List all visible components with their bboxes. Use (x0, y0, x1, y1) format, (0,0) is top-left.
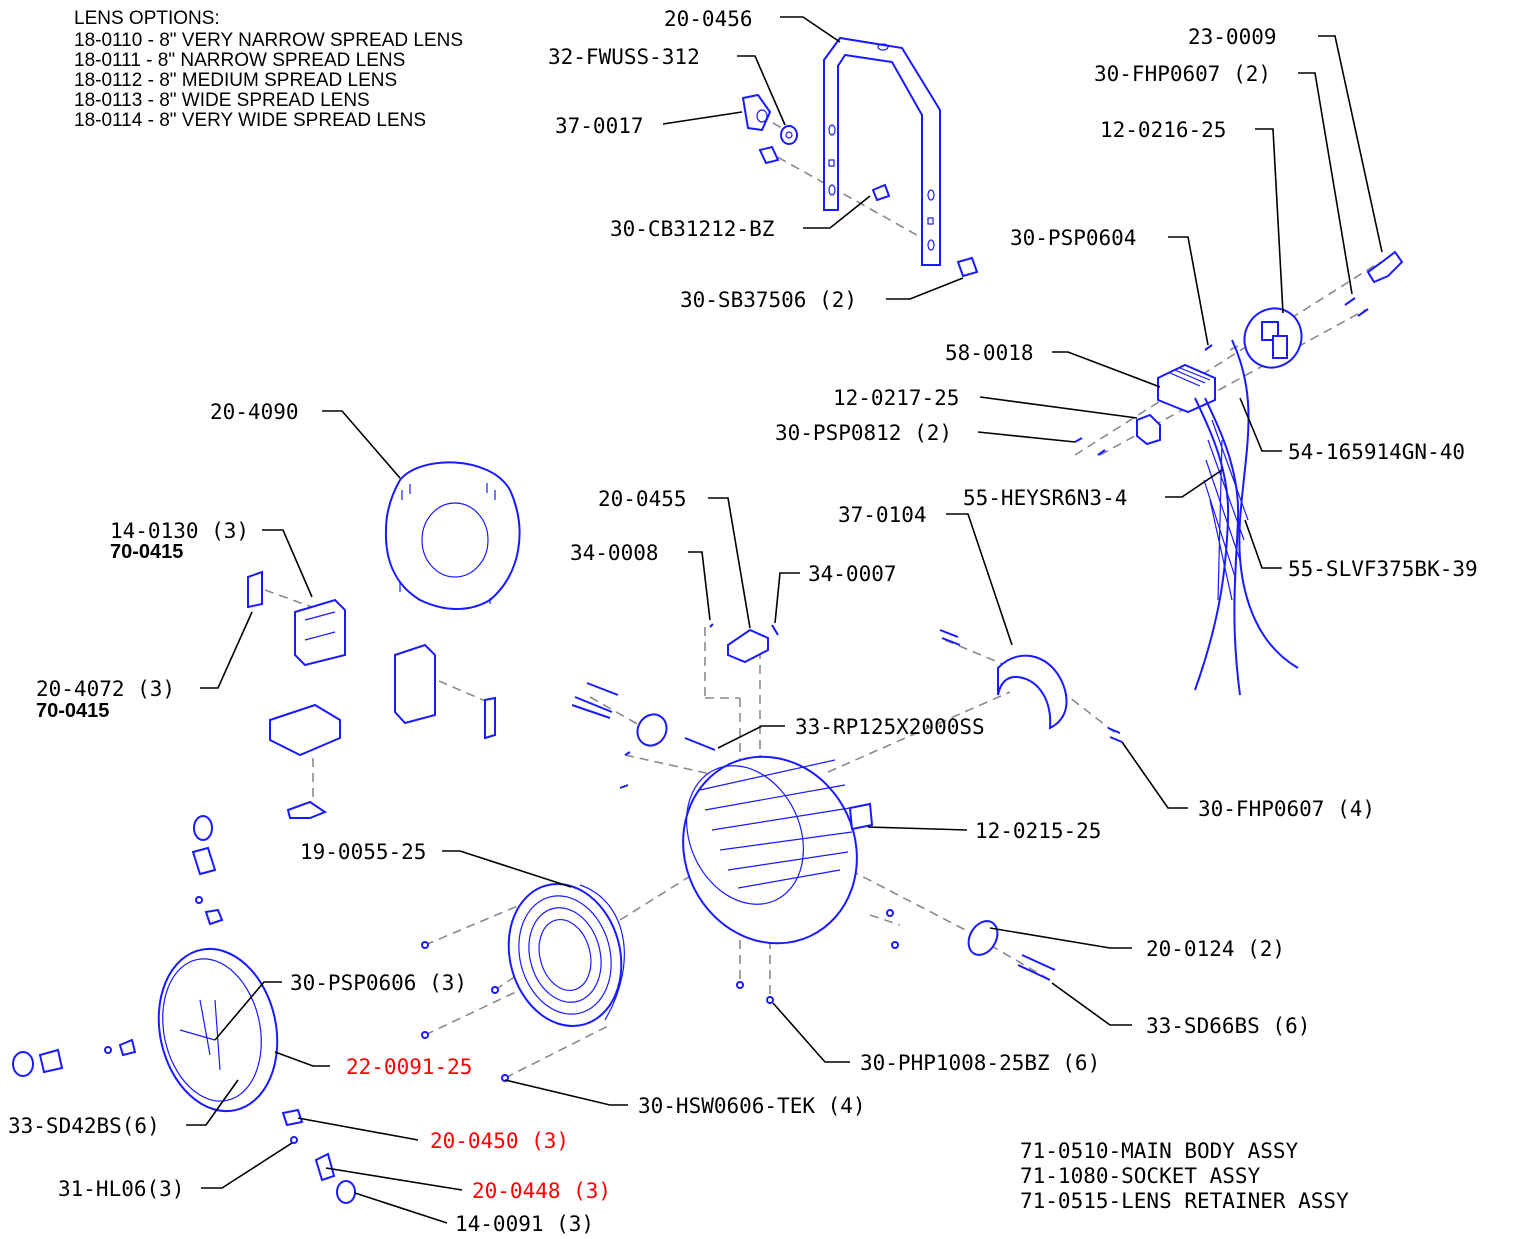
callout-14-0130: 14-0130 (3) (110, 519, 249, 543)
callout-31-hl06: 31-HL06(3) (58, 1177, 184, 1201)
washer-32-fwuss (780, 125, 798, 145)
lens-options-note: LENS OPTIONS: 18-0110 - 8" VERY NARROW S… (74, 8, 463, 131)
callout-20-0448: 20-0448 (3) (472, 1179, 611, 1203)
lens-clips-left (12, 815, 356, 1204)
callout-70-0415-b: 70-0415 (36, 700, 109, 722)
callout-23-0009: 23-0009 (1188, 25, 1277, 49)
callout-34-0008: 34-0008 (570, 541, 659, 565)
bracket-20-0455 (709, 623, 779, 664)
callout-22-0091-25: 22-0091-25 (346, 1055, 472, 1079)
assembly-item: 71-0510-MAIN BODY ASSY (1020, 1139, 1299, 1163)
callout-30-fhp0607-2: 30-FHP0607 (2) (1094, 62, 1271, 86)
lens-options-title: LENS OPTIONS: (74, 8, 220, 29)
callout-33-sd42bs: 33-SD42BS(6) (8, 1114, 160, 1138)
callout-20-0450: 20-0450 (3) (430, 1129, 569, 1153)
socket-disc (967, 920, 1056, 981)
callout-54-165914gn-40: 54-165914GN-40 (1288, 440, 1465, 464)
reflector (507, 883, 625, 1027)
connector-23-0009 (1366, 250, 1404, 284)
clip-bracket (269, 643, 496, 819)
callout-33-rp125x2000ss: 33-RP125X2000SS (795, 715, 985, 739)
callout-37-0017: 37-0017 (555, 114, 644, 138)
pins-rp125 (571, 682, 716, 751)
callout-37-0104: 37-0104 (838, 503, 927, 527)
knob-37-0017 (741, 93, 772, 132)
lens-option-item: 18-0111 - 8" NARROW SPREAD LENS (74, 50, 405, 71)
callout-30-psp0812: 30-PSP0812 (2) (775, 421, 952, 445)
main-housing (619, 751, 874, 945)
lens-option-item: 18-0110 - 8" VERY NARROW SPREAD LENS (74, 30, 463, 51)
callout-33-sd66bs: 33-SD66BS (6) (1146, 1014, 1310, 1038)
front-bezel (157, 947, 279, 1113)
assembly-item: 71-0515-LENS RETAINER ASSY (1020, 1189, 1349, 1213)
callout-58-0018: 58-0018 (945, 341, 1034, 365)
callout-55-heysr6n3-4: 55-HEYSR6N3-4 (963, 486, 1127, 510)
callout-20-0456: 20-0456 (664, 7, 753, 31)
screws-socket (1074, 297, 1369, 456)
leader-lines (186, 16, 1383, 1224)
assembly-item: 71-1080-SOCKET ASSY (1020, 1164, 1261, 1188)
callout-30-hsw0606-tek: 30-HSW0606-TEK (4) (638, 1094, 866, 1118)
callout-30-fhp0607-4: 30-FHP0607 (4) (1198, 797, 1375, 821)
callout-34-0007: 34-0007 (808, 562, 897, 586)
screws-bottom (421, 909, 899, 1082)
callout-30-sb37506: 30-SB37506 (2) (680, 288, 857, 312)
bolt-small (758, 145, 979, 278)
ballast-58-0018 (1157, 363, 1216, 414)
callout-30-php1008-25bz: 30-PHP1008-25BZ (6) (860, 1051, 1100, 1075)
callout-55-slvf375bk-39: 55-SLVF375BK-39 (1288, 557, 1478, 581)
terminal-12-0217 (1136, 413, 1161, 446)
callout-70-0415-a: 70-0415 (110, 541, 183, 563)
callout-12-0217-25: 12-0217-25 (833, 386, 959, 410)
callout-19-0055-25: 19-0055-25 (300, 840, 426, 864)
socket-plate (1243, 307, 1303, 369)
callout-20-0124: 20-0124 (2) (1146, 937, 1285, 961)
callout-20-4072: 20-4072 (3) (36, 677, 175, 701)
lens-option-item: 18-0114 - 8" VERY WIDE SPREAD LENS (74, 110, 426, 131)
strap-37-0104 (939, 629, 1123, 743)
lens-clip-14-0130 (247, 570, 346, 667)
callout-12-0216-25: 12-0216-25 (1100, 118, 1226, 142)
callout-20-4090: 20-4090 (210, 400, 299, 424)
lens-option-item: 18-0112 - 8" MEDIUM SPREAD LENS (74, 70, 397, 91)
callout-12-0215-25: 12-0215-25 (975, 819, 1101, 843)
callout-30-cb31212-bz: 30-CB31212-BZ (610, 217, 774, 241)
yoke-bracket (823, 36, 941, 266)
lens-retainer-disc (384, 461, 521, 610)
callout-32-fwuss-312: 32-FWUSS-312 (548, 45, 700, 69)
callout-20-0455: 20-0455 (598, 487, 687, 511)
callout-30-psp0604: 30-PSP0604 (1010, 226, 1136, 250)
wire-harness (1194, 339, 1299, 696)
callout-14-0091: 14-0091 (3) (455, 1212, 594, 1236)
lens-option-item: 18-0113 - 8" WIDE SPREAD LENS (74, 90, 370, 111)
assembly-list: 71-0510-MAIN BODY ASSY 71-1080-SOCKET AS… (1020, 1139, 1349, 1213)
callout-30-psp0606: 30-PSP0606 (3) (290, 971, 467, 995)
callout-labels: 20-0456 32-FWUSS-312 37-0017 30-CB31212-… (8, 7, 1478, 1236)
